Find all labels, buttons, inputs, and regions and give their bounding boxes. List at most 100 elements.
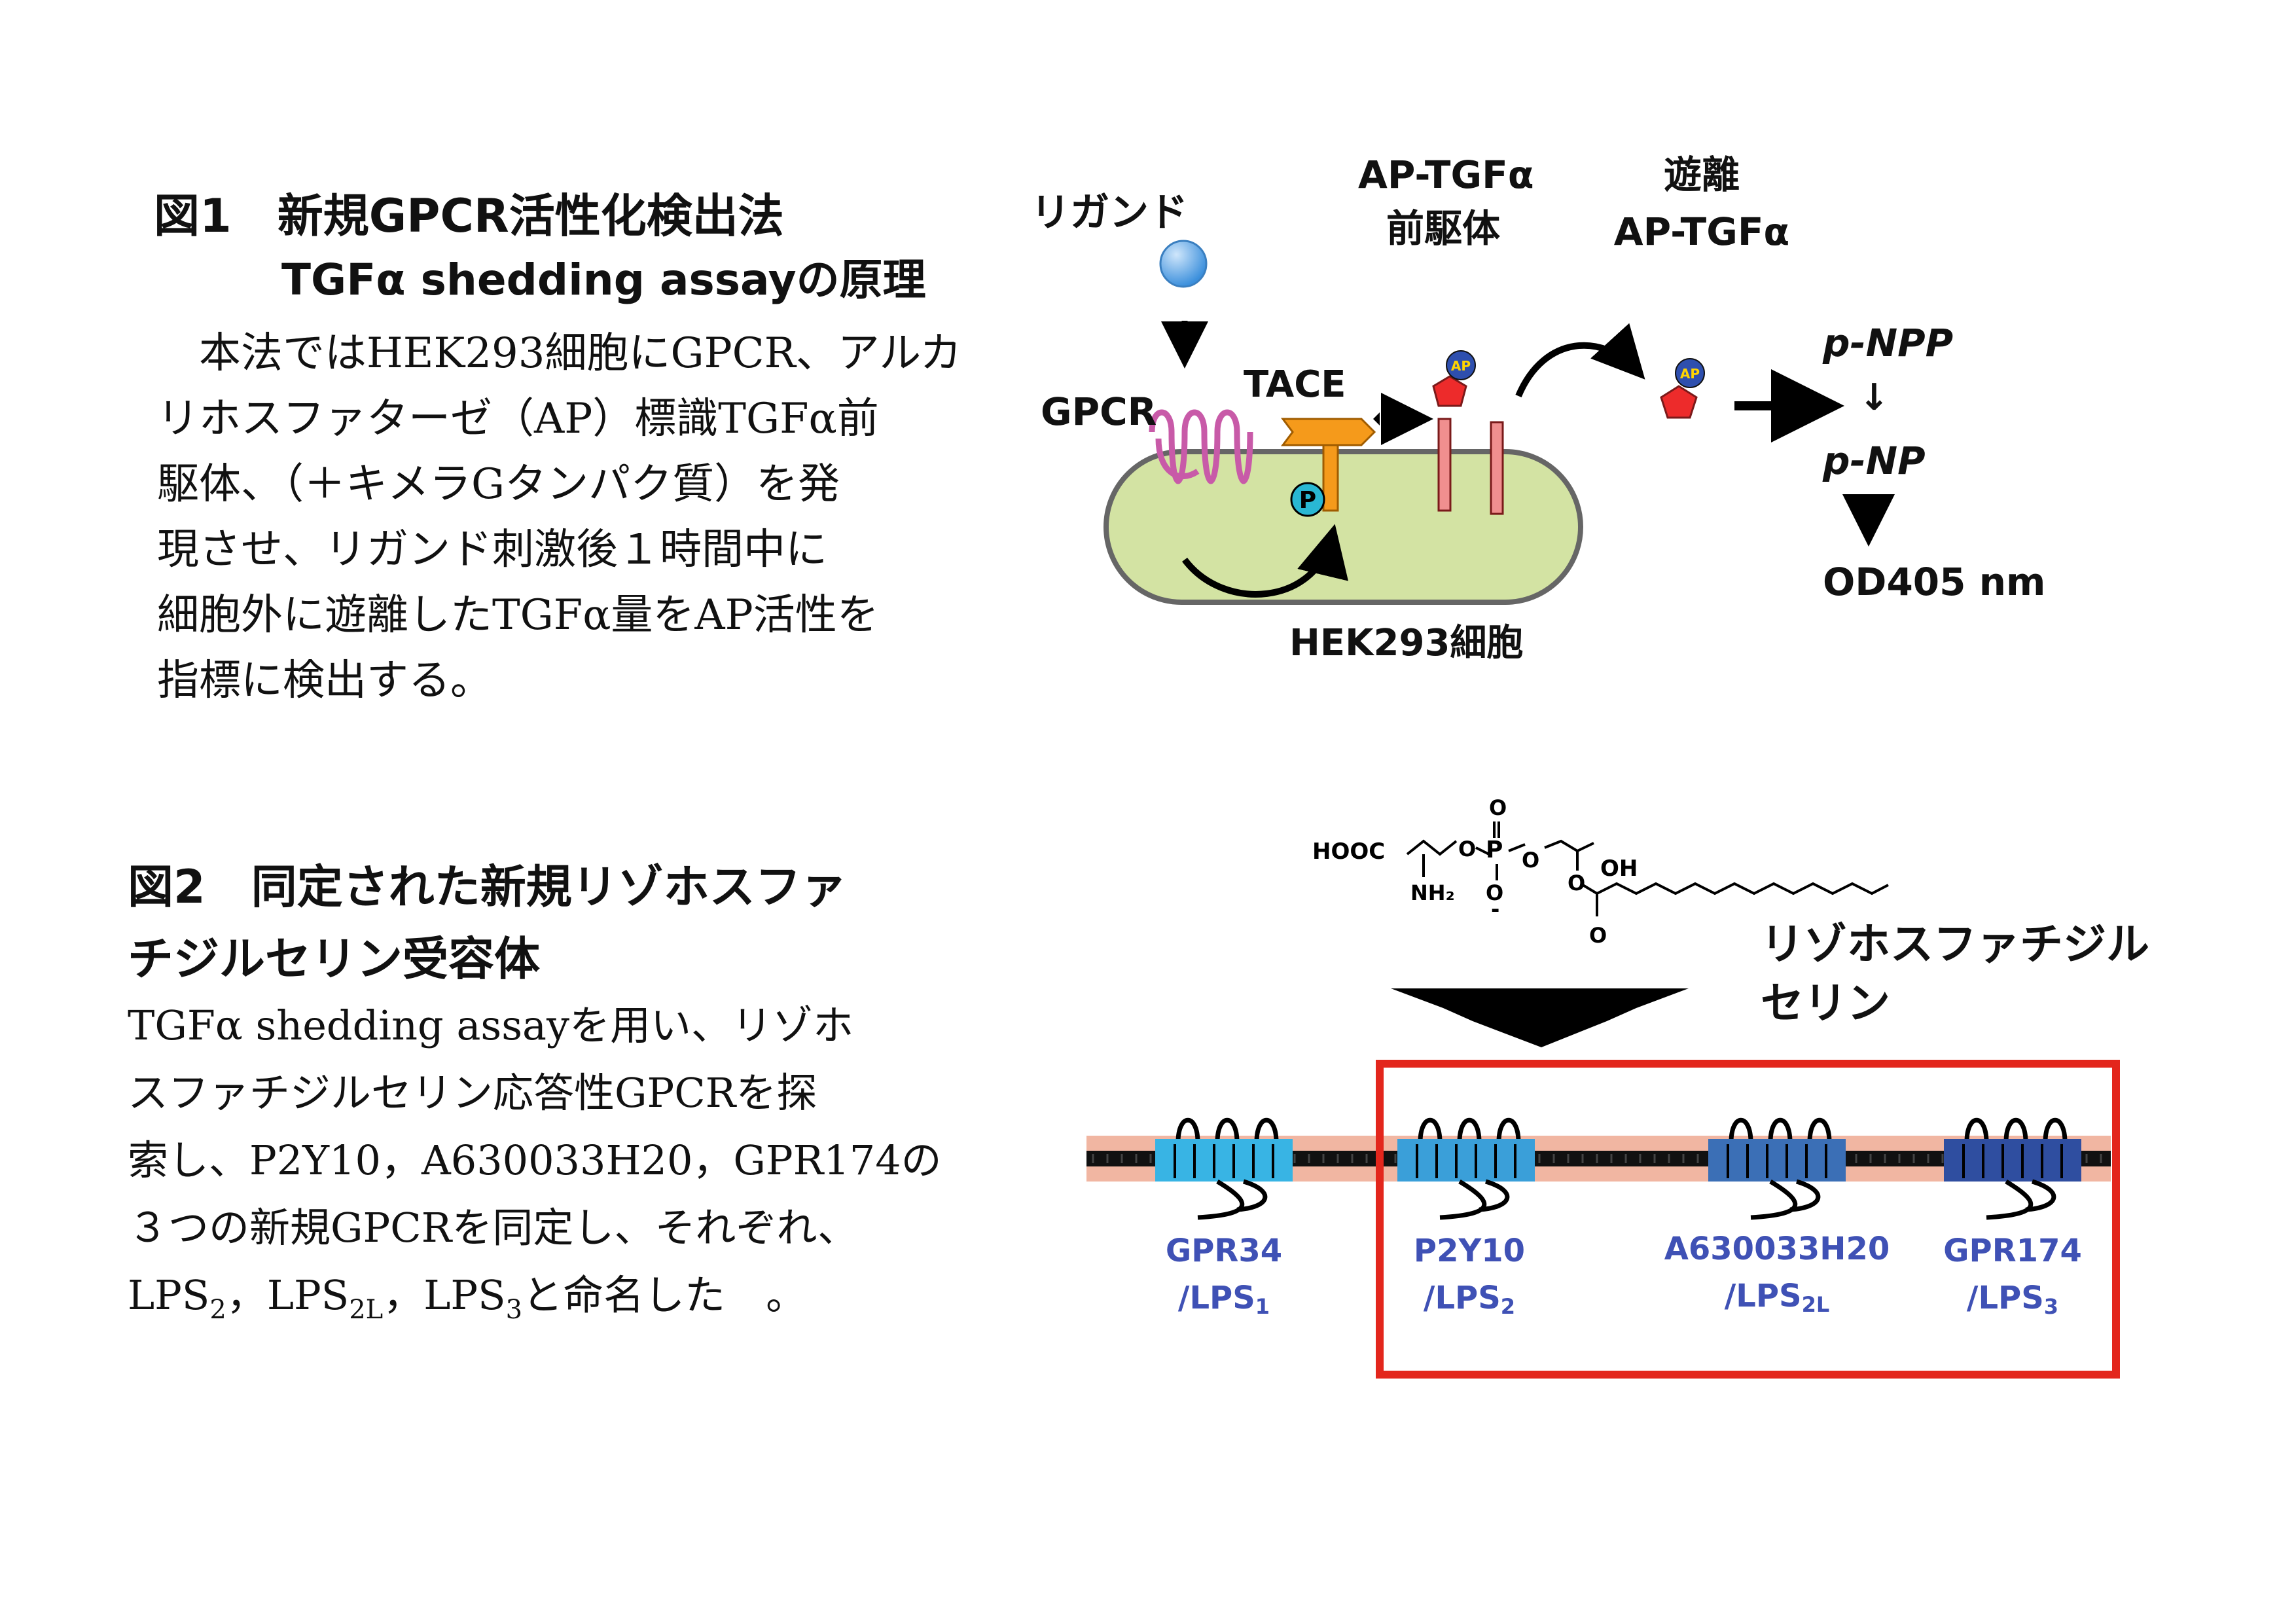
fig1-subtitle: TGFα shedding assayの原理 bbox=[281, 255, 926, 305]
alias-sub: 2L bbox=[1801, 1292, 1830, 1317]
ap-badge bbox=[1446, 350, 1476, 380]
phospho-label: P bbox=[1299, 487, 1316, 514]
intracellular-tail bbox=[1439, 1179, 1510, 1220]
alias-sub: 3 bbox=[2043, 1294, 2059, 1319]
ap-badge-label: AP bbox=[1680, 366, 1700, 382]
lps-text: LPS bbox=[423, 1271, 506, 1319]
lps-sub: 2L bbox=[349, 1295, 384, 1325]
receptor-label-p2y10: P2Y10 /LPS2 bbox=[1338, 1227, 1600, 1330]
phospho-badge bbox=[1290, 482, 1325, 517]
fig1-body-line: 細胞外に遊離したTGFα量をAP活性を bbox=[157, 591, 879, 640]
receptor-name: GPR174 bbox=[1943, 1233, 2082, 1269]
receptor-label-gpr34: GPR34 /LPS1 bbox=[1093, 1227, 1355, 1330]
fig2-title-2: チジルセリン受容体 bbox=[128, 932, 540, 986]
fig1-body-line: 駆体、（＋キメラGタンパク質）を発 bbox=[157, 460, 840, 509]
extracellular-loop bbox=[1418, 1118, 1521, 1143]
pnpp-label: p-NPP bbox=[1823, 321, 1954, 365]
alias-sub: 1 bbox=[1255, 1294, 1270, 1319]
fig2-body-line: スファチジルセリン応答性GPCRを探 bbox=[128, 1069, 817, 1117]
receptor-label-gpr174: GPR174 /LPS3 bbox=[1882, 1227, 2144, 1330]
fig2-title-1: 図2 同定された新規リゾホスファ bbox=[128, 860, 847, 914]
alias-text: /LPS bbox=[1177, 1280, 1255, 1316]
precursor-label-1: AP-TGFα bbox=[1358, 153, 1534, 197]
gpcr-label: GPCR bbox=[1041, 389, 1157, 434]
molecule-o: O bbox=[1589, 923, 1607, 948]
lps-name-1: リゾホスファチジル bbox=[1761, 919, 2149, 969]
precursor-stalk bbox=[1437, 418, 1452, 512]
ligand-ball bbox=[1159, 240, 1208, 288]
molecule-oh: OH bbox=[1600, 856, 1638, 882]
receptor-gpr174 bbox=[1944, 1118, 2081, 1220]
intracellular-tail bbox=[1750, 1179, 1821, 1220]
molecule-o: O bbox=[1568, 871, 1585, 895]
alias-text: /LPS bbox=[1423, 1280, 1501, 1316]
fig2-body: TGFα shedding assayを用い、リゾホ スファチジルセリン応答性G… bbox=[128, 992, 942, 1344]
release-arrow bbox=[1515, 323, 1645, 397]
fig1-diagram: P AP AP bbox=[1103, 240, 1895, 605]
molecule-o: O bbox=[1486, 880, 1503, 905]
fig2-diagram: HOOC O P O O O - NH₂ OH O O bbox=[1086, 795, 2120, 1379]
lps-molecule bbox=[1406, 821, 1889, 916]
receptor-group bbox=[1155, 1118, 2081, 1220]
ap-badge-label: AP bbox=[1451, 358, 1471, 374]
receptor-alias: /LPS1 bbox=[1093, 1274, 1355, 1330]
fig2-body-line: TGFα shedding assayを用い、リゾホ bbox=[128, 1001, 854, 1049]
transmembrane-block bbox=[1944, 1139, 2081, 1182]
separator: ， bbox=[226, 1271, 267, 1319]
pnpp-arrow-glyph: ↓ bbox=[1859, 376, 1890, 419]
molecule-o: O bbox=[1489, 795, 1507, 820]
lps-sub: 3 bbox=[505, 1295, 523, 1325]
molecule-minus: - bbox=[1491, 897, 1499, 922]
lps-text: LPS bbox=[128, 1271, 210, 1319]
receptor-alias: /LPS2 bbox=[1338, 1274, 1600, 1330]
molecule-hooc: HOOC bbox=[1312, 839, 1385, 865]
receptor-alias: /LPS2L bbox=[1646, 1272, 1908, 1328]
receptor-a630033h20 bbox=[1708, 1118, 1846, 1220]
ap-pentagon bbox=[1432, 375, 1467, 407]
fig2-body-line: LPS2，LPS2L，LPS3と命名した 。 bbox=[128, 1261, 942, 1344]
receptor-gpr34 bbox=[1155, 1118, 1293, 1220]
fig2-body-line: 索し、P2Y10，A630033H20，GPR174の bbox=[128, 1136, 942, 1184]
cell-label: HEK293細胞 bbox=[1289, 622, 1524, 664]
receptor-name: P2Y10 bbox=[1413, 1233, 1526, 1269]
molecule-p: P bbox=[1486, 837, 1503, 863]
receptor-name: A630033H20 bbox=[1664, 1231, 1890, 1267]
molecule-o: O bbox=[1522, 848, 1539, 873]
ligand-label: リガンド bbox=[1031, 190, 1188, 236]
fig1-body: 本法ではHEK293細胞にGPCR、アルカ リホスファターゼ（AP）標識TGFα… bbox=[157, 321, 961, 713]
big-down-arrow bbox=[1391, 988, 1689, 1047]
lps-text: LPS bbox=[266, 1271, 350, 1319]
transmembrane-block bbox=[1708, 1139, 1846, 1182]
alias-sub: 2 bbox=[1500, 1294, 1516, 1319]
released-label-2: AP-TGFα bbox=[1613, 209, 1790, 254]
released-label-1: 遊離 bbox=[1663, 153, 1740, 197]
fig1-title: 図1 新規GPCR活性化検出法 bbox=[154, 189, 784, 243]
activation-arrow bbox=[1182, 524, 1348, 598]
released-ap-pentagon bbox=[1660, 385, 1698, 419]
tace-label: TACE bbox=[1244, 363, 1346, 406]
fig1-body-line: 本法ではHEK293細胞にGPCR、アルカ bbox=[157, 329, 962, 378]
receptor-label-a630033h20: A630033H20 /LPS2L bbox=[1646, 1225, 1908, 1328]
tace-icon bbox=[1281, 418, 1376, 512]
lps-sub: 2 bbox=[209, 1295, 226, 1325]
fig1-body-line: リホスファターゼ（AP）標識TGFα前 bbox=[157, 395, 879, 443]
transmembrane-block bbox=[1155, 1139, 1293, 1182]
ap-badge bbox=[1675, 358, 1705, 388]
precursor-label-2: 前駆体 bbox=[1386, 206, 1500, 251]
receptor-name: GPR34 bbox=[1165, 1233, 1283, 1269]
alias-text: /LPS bbox=[1724, 1278, 1802, 1314]
line-tail: と命名した 。 bbox=[522, 1271, 807, 1319]
extracellular-loop bbox=[1175, 1118, 1279, 1143]
receptor-p2y10 bbox=[1397, 1118, 1535, 1220]
intracellular-tail bbox=[1197, 1179, 1268, 1220]
extracellular-loop bbox=[1964, 1118, 2068, 1143]
molecule-nh2: NH₂ bbox=[1410, 880, 1455, 905]
gpcr-coil bbox=[1149, 409, 1253, 484]
od-label: OD405 nm bbox=[1823, 560, 2046, 604]
separator: ， bbox=[383, 1271, 424, 1319]
intracellular-tail bbox=[1986, 1179, 2056, 1220]
molecule-o: O bbox=[1458, 837, 1476, 861]
extracellular-loop bbox=[1729, 1118, 1832, 1143]
fig1-body-line: 現させ、リガンド刺激後１時間中に bbox=[157, 526, 827, 574]
transmembrane-block bbox=[1397, 1139, 1535, 1182]
